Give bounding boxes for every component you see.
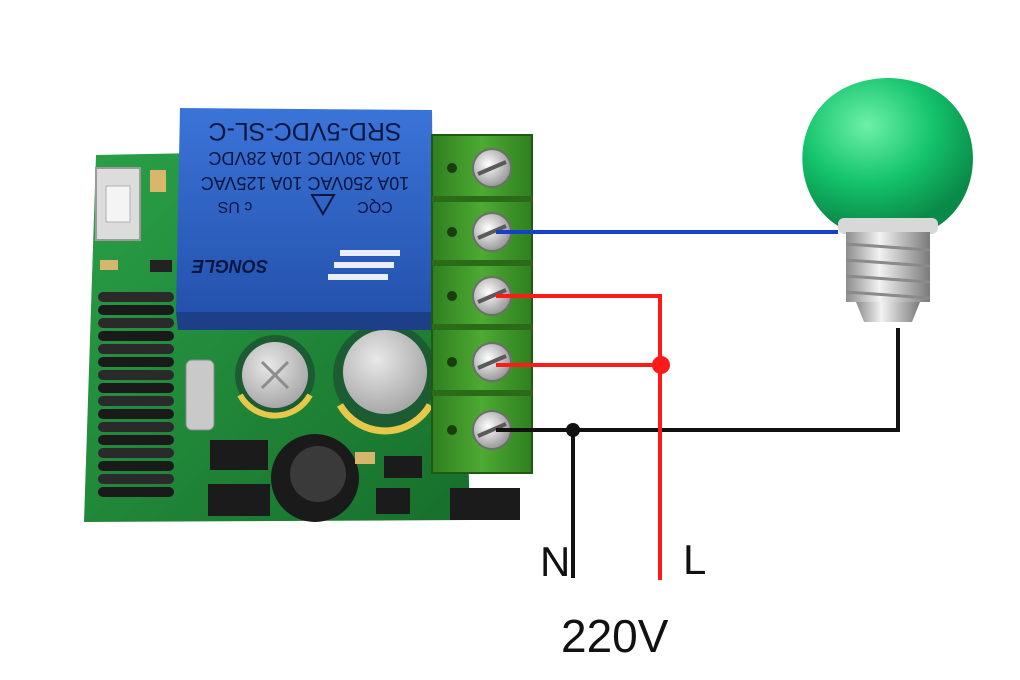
terminal-wire-hole bbox=[447, 357, 457, 367]
coil-winding bbox=[98, 435, 174, 445]
relay-brand: SONGLE bbox=[191, 256, 268, 276]
relay-model: SRD-5VDC-SL-C bbox=[208, 117, 401, 145]
coil-winding bbox=[98, 383, 174, 393]
coil-winding bbox=[98, 474, 174, 484]
smd-resistor bbox=[355, 452, 375, 464]
terminal-block bbox=[431, 134, 533, 474]
coil-winding bbox=[98, 318, 174, 328]
coil-winding bbox=[98, 487, 174, 497]
coil-winding bbox=[98, 396, 174, 406]
smd-component bbox=[150, 170, 166, 192]
coil-winding bbox=[98, 331, 174, 341]
relay-rating-1: 10A 30VDC 10A 28VDC bbox=[208, 148, 401, 168]
relay-body bbox=[176, 108, 434, 312]
junction-neutral bbox=[566, 423, 580, 437]
relay: SRD-5VDC-SL-C 10A 30VDC 10A 28VDC 10A 25… bbox=[176, 108, 436, 330]
terminal-screw-slot bbox=[477, 288, 507, 304]
coil-winding bbox=[98, 448, 174, 458]
wire-black-neutral bbox=[496, 328, 900, 432]
relay-cert-ul: c US bbox=[218, 198, 253, 215]
junction-live bbox=[652, 356, 670, 374]
coil-winding bbox=[98, 305, 174, 315]
capacitor-small bbox=[235, 335, 315, 419]
terminal-wire-hole bbox=[447, 227, 457, 237]
smd-chip bbox=[210, 440, 268, 470]
coil-winding bbox=[98, 357, 174, 367]
smd-component bbox=[150, 260, 172, 272]
coil-winding bbox=[98, 292, 174, 302]
crystal bbox=[185, 359, 215, 431]
relay-triangle-mark bbox=[310, 194, 336, 216]
terminal-divider bbox=[432, 390, 532, 396]
wire-red-com bbox=[496, 294, 662, 580]
terminal-screw-slot bbox=[477, 422, 507, 438]
coil-winding bbox=[98, 370, 174, 380]
terminal-wire-hole bbox=[447, 425, 457, 435]
coil-winding bbox=[98, 422, 174, 432]
bulb-collar bbox=[838, 218, 938, 234]
light-bulb bbox=[802, 78, 973, 322]
capacitor-large bbox=[333, 323, 437, 435]
bulb-glass bbox=[802, 78, 973, 226]
smd-chip bbox=[376, 488, 410, 514]
bulb-base bbox=[845, 232, 931, 322]
label-voltage: 220V bbox=[561, 610, 669, 662]
terminal-screw-slot bbox=[477, 354, 507, 370]
smd-chip bbox=[384, 456, 422, 478]
relay-cert-cqc: CQC bbox=[357, 198, 393, 215]
coil-winding bbox=[98, 409, 174, 419]
terminal-wire-hole bbox=[447, 291, 457, 301]
terminal-screw-slot bbox=[477, 224, 507, 240]
songle-logo bbox=[328, 250, 400, 280]
coil-winding bbox=[98, 344, 174, 354]
terminal-screw-slot bbox=[477, 160, 507, 176]
inductor bbox=[271, 434, 359, 522]
label-neutral: N bbox=[540, 538, 570, 585]
terminal-wire-hole bbox=[447, 163, 457, 173]
label-live: L bbox=[683, 536, 706, 583]
coil-winding bbox=[98, 461, 174, 471]
terminal-divider bbox=[432, 324, 532, 330]
wiring bbox=[496, 230, 900, 580]
smd-chip bbox=[450, 488, 520, 520]
pair-button bbox=[95, 167, 141, 241]
smd-resistor bbox=[100, 260, 118, 270]
terminal-divider bbox=[432, 196, 532, 202]
antenna-coil bbox=[98, 292, 174, 497]
relay-rating-2: 10A 250VAC 10A 125VAC bbox=[201, 173, 410, 193]
terminal-divider bbox=[432, 260, 532, 266]
smd-chip bbox=[208, 484, 270, 516]
